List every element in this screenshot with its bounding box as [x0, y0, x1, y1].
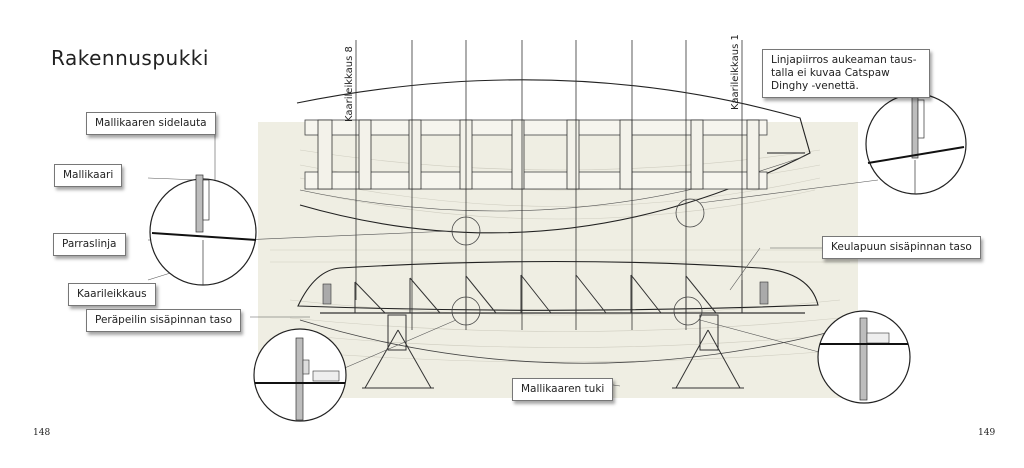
trestle-left [362, 314, 434, 389]
callout-kaarileikkaus: Kaarileikkaus [68, 283, 156, 306]
detail-circle-bottom-left [253, 328, 347, 422]
station-label-8: Kaarileikkaus 8 [344, 46, 355, 122]
callout-perapeilin: Peräpeilin sisäpinnan taso [86, 309, 242, 332]
page-number-right: 149 [978, 428, 996, 438]
page-number-left: 148 [33, 428, 51, 438]
page-title: Rakennuspukki [51, 46, 209, 70]
detail-circle-right-top [865, 93, 967, 195]
callout-keulapuun: Keulapuun sisäpinnan taso [822, 236, 981, 259]
lines-plan-background [258, 122, 858, 398]
trestle-right [672, 314, 744, 389]
hull-plan-outline [296, 79, 811, 234]
callout-linjapiirros: Linjapiirros aukeaman taus-talla ei kuva… [762, 49, 930, 98]
hull-profile-outline [297, 260, 819, 311]
station-label-1: Kaarileikkaus 1 [730, 34, 741, 110]
callout-mallikaaren-sidelauta: Mallikaaren sidelauta [86, 112, 216, 135]
callout-mallikaari: Mallikaari [54, 164, 123, 187]
detail-circle-bottom-right [817, 310, 911, 404]
callout-parraslinja: Parraslinja [53, 233, 126, 256]
detail-circle-left [149, 174, 257, 286]
callout-mallikaaren-tuki: Mallikaaren tuki [512, 378, 614, 401]
